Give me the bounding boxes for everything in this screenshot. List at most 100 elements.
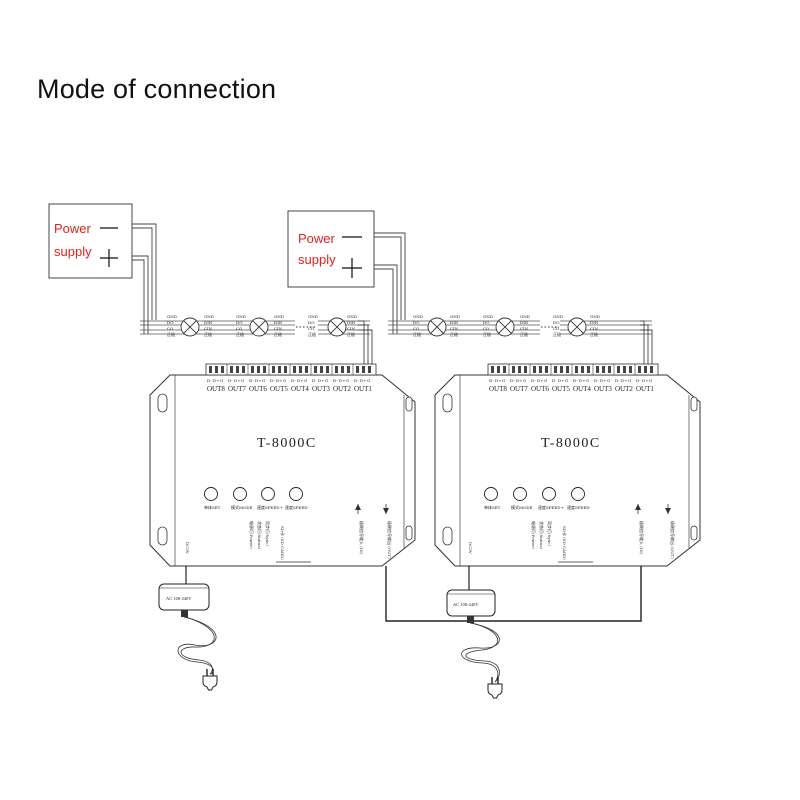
svg-text:G: G [586, 378, 589, 383]
svg-text:D-: D- [552, 378, 557, 383]
svg-text:DO: DO [413, 320, 420, 325]
pixel-bulb-icon [495, 317, 515, 337]
indicator-status-label: 状态灯(Status) [539, 521, 545, 550]
led-strip-1: GND DO CO 正极 GND DIN CIN 正极 GND DO CO 正极… [140, 314, 373, 368]
sync-in-label: 级联信号输入 (IN) [359, 521, 365, 555]
svg-text:D+: D+ [516, 378, 523, 383]
port-label-out8: OUT8 [489, 385, 507, 393]
port-label-out1: OUT1 [636, 385, 654, 393]
svg-text:D-: D- [228, 378, 233, 383]
svg-text:D-: D- [573, 378, 578, 383]
pixel-bulb-icon [327, 317, 347, 337]
svg-text:正极: 正极 [413, 331, 421, 337]
svg-text:正极: 正极 [236, 331, 244, 337]
mount-hole [442, 393, 453, 413]
ac-plug-icon [487, 676, 503, 699]
mount-hole [690, 396, 698, 412]
svg-text:CIN: CIN [450, 326, 459, 331]
svg-text:G: G [262, 378, 265, 383]
svg-text:DIN: DIN [347, 320, 356, 325]
power-supply-label: supply [54, 244, 92, 259]
svg-text:CO: CO [167, 326, 174, 331]
svg-text:CO: CO [553, 326, 560, 331]
controller-2: D-D+G D-D+G D-D+G D-D+G D-D+G D-D+G D-D+… [434, 363, 701, 567]
svg-text:CO: CO [413, 326, 420, 331]
mount-hole [442, 526, 453, 546]
svg-text:DIN: DIN [520, 320, 529, 325]
svg-text:D+: D+ [318, 378, 325, 383]
port-label-out2: OUT2 [333, 385, 351, 393]
mount-hole [157, 526, 168, 546]
port-label-out7: OUT7 [228, 385, 246, 393]
svg-text:GND: GND [204, 314, 214, 319]
svg-text:G: G [241, 378, 244, 383]
port-label-out8: OUT8 [207, 385, 225, 393]
ac-plug-icon [202, 668, 218, 691]
speed-down-button [289, 487, 303, 501]
indicator-power-label: 电源灯(Power) [531, 521, 537, 549]
svg-text:D+: D+ [297, 378, 304, 383]
svg-text:D+: D+ [621, 378, 628, 383]
svg-text:G: G [304, 378, 307, 383]
mode-button [233, 487, 247, 501]
dc-input-label: DC5V [468, 542, 473, 554]
svg-text:DIN: DIN [590, 320, 599, 325]
svg-text:DO: DO [483, 320, 490, 325]
svg-text:DO: DO [236, 320, 243, 325]
port-label-out1: OUT1 [354, 385, 372, 393]
svg-text:CIN: CIN [347, 326, 356, 331]
svg-text:正极: 正极 [483, 331, 491, 337]
svg-text:D-: D- [249, 378, 254, 383]
port-label-out6: OUT6 [249, 385, 267, 393]
svg-text:GND: GND [236, 314, 246, 319]
mount-hole [405, 525, 413, 541]
svg-text:G: G [346, 378, 349, 383]
port-label-out4: OUT4 [291, 385, 309, 393]
mount-hole [157, 393, 168, 413]
svg-text:D-: D- [312, 378, 317, 383]
mode-button [513, 487, 527, 501]
svg-text:正极: 正极 [167, 331, 175, 337]
svg-text:模式MODE: 模式MODE [231, 504, 253, 510]
port-label-out4: OUT4 [573, 385, 591, 393]
controller-1: D-D+G D-D+G D-D+G D-D+G D-D+G D-D+G D-D+… [149, 363, 416, 567]
svg-text:D-: D- [489, 378, 494, 383]
svg-text:D-: D- [510, 378, 515, 383]
speed-up-button [542, 487, 556, 501]
port-label-out3: OUT3 [312, 385, 330, 393]
svg-text:GND: GND [483, 314, 493, 319]
pixel-bulb-icon [249, 317, 269, 337]
svg-text:D+: D+ [234, 378, 241, 383]
power-adapter-2: AC 100-240V [446, 566, 503, 699]
svg-text:D-: D- [636, 378, 641, 383]
svg-text:正极: 正极 [590, 331, 598, 337]
terminal-block [487, 363, 659, 376]
svg-text:D+: D+ [339, 378, 346, 383]
port-label-out2: OUT2 [615, 385, 633, 393]
port-label-out5: OUT5 [552, 385, 570, 393]
svg-text:正极: 正极 [347, 331, 355, 337]
svg-text:GND: GND [590, 314, 600, 319]
svg-text:D-: D- [333, 378, 338, 383]
speed-up-button [261, 487, 275, 501]
sync-out-label: 级联信号输出 (OUT) [670, 521, 676, 559]
controller-model: T-8000C [257, 436, 317, 451]
port-label-out6: OUT6 [531, 385, 549, 393]
psu1-wires [132, 223, 157, 334]
svg-text:GND: GND [450, 314, 460, 319]
power-supply-label: Power [54, 221, 92, 236]
svg-text:正极: 正极 [308, 331, 316, 337]
port-label-out7: OUT7 [510, 385, 528, 393]
svg-text:速度SPEED+: 速度SPEED+ [538, 504, 564, 510]
svg-text:D-: D- [291, 378, 296, 383]
svg-text:D-: D- [615, 378, 620, 383]
svg-text:G: G [628, 378, 631, 383]
power-supply-1: Power supply [48, 203, 133, 279]
svg-text:CIN: CIN [204, 326, 213, 331]
svg-text:CIN: CIN [274, 326, 283, 331]
port-label-out3: OUT3 [594, 385, 612, 393]
svg-text:GND: GND [167, 314, 177, 319]
svg-text:正极: 正极 [520, 331, 528, 337]
sd-card-label: SD卡 (SD CARD) [562, 526, 568, 560]
